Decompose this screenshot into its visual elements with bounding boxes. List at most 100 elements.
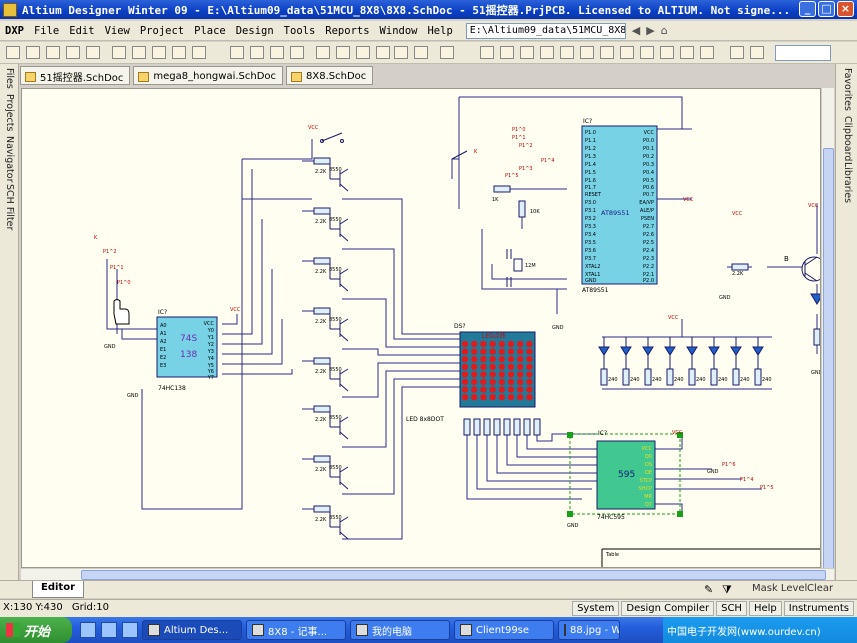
home-icon[interactable]: ⌂ <box>660 24 668 37</box>
instruments-button[interactable]: Instruments <box>783 601 854 616</box>
drawing-tools-icon[interactable] <box>730 46 744 59</box>
panel-tab-favorites[interactable]: Favorites <box>842 68 853 111</box>
tab-51-remote-schdoc[interactable]: 51摇控器.SchDoc <box>20 66 131 85</box>
zoom-in-icon[interactable] <box>172 46 186 59</box>
clear-filter-icon[interactable] <box>376 46 390 59</box>
mcu-pin-p17: P1.7 <box>585 185 596 191</box>
led-resistor-label: 240 <box>652 377 662 383</box>
wire-icon[interactable] <box>480 46 494 59</box>
back-icon[interactable]: ◀ <box>631 24 641 37</box>
open-icon[interactable] <box>26 46 40 59</box>
desktop-icon[interactable] <box>80 622 96 638</box>
browser-icon[interactable] <box>101 622 117 638</box>
menu-file[interactable]: File <box>33 24 60 37</box>
mcu-pin-p20: P2.0 <box>643 278 654 284</box>
document-path-field[interactable]: E:\Altium09_data\51MCU_8X8\8X8. <box>465 22 626 39</box>
brush-icon[interactable]: ✎ <box>704 583 714 596</box>
task-client99se[interactable]: Client99se <box>454 620 554 640</box>
port-icon[interactable] <box>680 46 694 59</box>
panel-tab-sch-filter[interactable]: SCH Filter <box>4 184 15 231</box>
shift-pin-mr: MR <box>644 494 652 500</box>
media-icon[interactable] <box>122 622 138 638</box>
menu-design[interactable]: Design <box>235 24 274 37</box>
menu-view[interactable]: View <box>104 24 130 37</box>
close-button[interactable]: × <box>837 1 854 17</box>
zoom-fit-icon[interactable] <box>132 46 146 59</box>
system-button[interactable]: System <box>572 601 620 616</box>
task-image-viewer[interactable]: 88.jpg - W... <box>558 620 620 640</box>
design-compiler-button[interactable]: Design Compiler <box>621 601 715 616</box>
sheet-entry-icon[interactable] <box>640 46 654 59</box>
clear-button[interactable]: Clear <box>807 583 834 594</box>
new-icon[interactable] <box>6 46 20 59</box>
cut-icon[interactable] <box>230 46 244 59</box>
panel-tab-libraries[interactable]: Libraries <box>842 162 853 204</box>
print-icon[interactable] <box>66 46 80 59</box>
vertical-scroll-thumb[interactable] <box>823 148 834 578</box>
device-sheet-icon[interactable] <box>660 46 674 59</box>
panel-tab-projects[interactable]: Projects <box>4 94 15 132</box>
net-label-icon[interactable] <box>540 46 554 59</box>
no-erc-icon[interactable] <box>700 46 714 59</box>
vertical-scrollbar[interactable] <box>821 88 834 578</box>
bus-entry-icon[interactable] <box>520 46 534 59</box>
menu-dxp[interactable]: DXP <box>5 24 24 37</box>
minimize-button[interactable]: _ <box>799 1 816 17</box>
save-icon[interactable] <box>46 46 60 59</box>
paste-icon[interactable] <box>270 46 284 59</box>
panel-tab-navigator[interactable]: Navigator <box>4 136 15 183</box>
schematic-canvas[interactable]: IC? AT89S51 AT89S51 P1.0 P1.1 P1.2 P1.3 … <box>21 88 821 568</box>
menu-help[interactable]: Help <box>427 24 453 37</box>
task-my-computer[interactable]: 我的电脑 <box>350 620 450 640</box>
menu-project[interactable]: Project <box>139 24 185 37</box>
copy-icon[interactable] <box>250 46 264 59</box>
menu-edit[interactable]: Edit <box>69 24 95 37</box>
editor-tab[interactable]: Editor <box>32 581 84 598</box>
matrix-led <box>526 386 533 393</box>
zoom-out-icon[interactable] <box>192 46 206 59</box>
menu-window[interactable]: Window <box>379 24 418 37</box>
bus-icon[interactable] <box>500 46 514 59</box>
tab-mega8-schdoc[interactable]: mega8_hongwai.SchDoc <box>133 66 284 85</box>
rubber-stamp-icon[interactable] <box>290 46 304 59</box>
panel-tab-files[interactable]: Files <box>4 68 15 89</box>
filter-icon[interactable]: ⧩ <box>722 583 732 596</box>
mcu-at89s51[interactable]: IC? AT89S51 AT89S51 P1.0 P1.1 P1.2 P1.3 … <box>581 118 658 294</box>
panel-tab-clipboard[interactable]: Clipboard <box>842 116 853 162</box>
maximize-button[interactable]: □ <box>818 1 835 17</box>
part-icon[interactable] <box>600 46 614 59</box>
toolbar-dropdown[interactable] <box>775 45 831 61</box>
align-tools-icon[interactable] <box>750 46 764 59</box>
menu-reports[interactable]: Reports <box>325 24 370 37</box>
horizontal-scrollbar[interactable] <box>21 568 834 580</box>
schematic-drawing[interactable]: IC? AT89S51 AT89S51 P1.0 P1.1 P1.2 P1.3 … <box>22 89 821 568</box>
start-button[interactable]: 开始 <box>0 617 72 643</box>
sheet-symbol-icon[interactable] <box>620 46 634 59</box>
task-notepad[interactable]: 8X8 - 记事... <box>246 620 346 640</box>
shift-register-74hc595[interactable]: IC? 595 74HC595 VCC Q0 DS OE STCP SHCP M… <box>567 430 683 521</box>
mask-level-button[interactable]: Mask Level <box>752 583 808 594</box>
select-area-icon[interactable] <box>316 46 330 59</box>
hierarchy-icon[interactable] <box>440 46 454 59</box>
undo-icon[interactable] <box>394 46 408 59</box>
decoder-74hc138[interactable]: IC? 74S 138 74HC138 A0 A1 A2 E1 E2 E3 VC… <box>156 309 218 392</box>
menu-place[interactable]: Place <box>194 24 226 37</box>
mcu-pin-p13: P1.3 <box>585 154 596 160</box>
forward-icon[interactable]: ▶ <box>646 24 655 37</box>
zoom-area-icon[interactable] <box>112 46 126 59</box>
horizontal-scroll-thumb[interactable] <box>81 570 826 580</box>
led-matrix-8x8[interactable]: DS? LED点阵 LED 8x8DOT <box>406 323 536 423</box>
redo-icon[interactable] <box>414 46 428 59</box>
deselect-icon[interactable] <box>356 46 370 59</box>
vcc-port-icon[interactable] <box>580 46 594 59</box>
tab-8x8-schdoc[interactable]: 8X8.SchDoc <box>286 66 374 85</box>
gnd-port-icon[interactable] <box>560 46 574 59</box>
task-altium[interactable]: Altium Des... <box>142 620 242 640</box>
sch-button[interactable]: SCH <box>716 601 747 616</box>
help-button[interactable]: Help <box>748 601 782 616</box>
move-icon[interactable] <box>336 46 350 59</box>
preview-icon[interactable] <box>86 46 100 59</box>
zoom-select-icon[interactable] <box>152 46 166 59</box>
mcu-pin-p34: P3.4 <box>585 232 596 238</box>
menu-tools[interactable]: Tools <box>283 24 316 37</box>
